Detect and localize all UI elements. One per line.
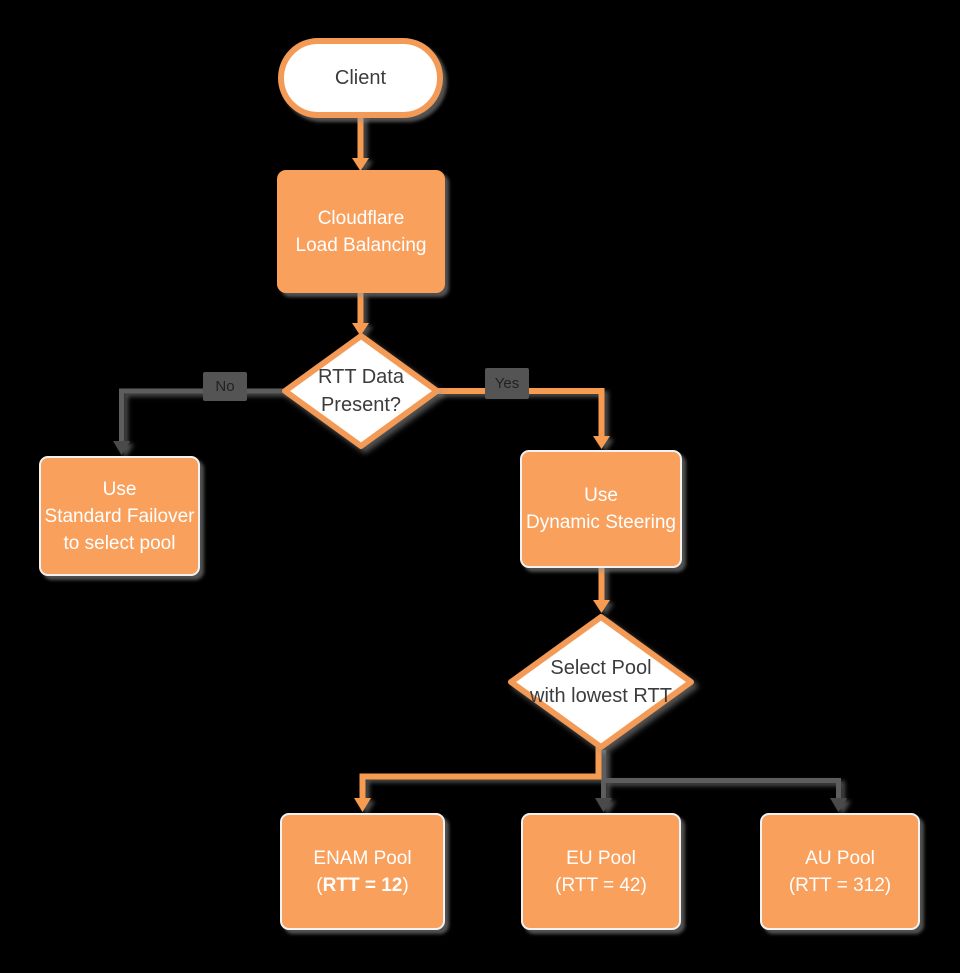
- node-rtt-decision-line2: Present?: [320, 394, 402, 416]
- edge-select-pool-to-eu-pool: [595, 778, 612, 812]
- node-enam-pool-line1: ENAM Pool: [313, 847, 412, 869]
- select-pool-diamond-shape: [508, 614, 694, 750]
- node-eu-pool-line2: (RTT = 42): [555, 874, 647, 896]
- node-standard-failover-line1: Use: [102, 478, 137, 500]
- node-enam-pool: ENAM Pool (RTT = 12): [280, 813, 445, 930]
- enam-paren-close: ): [402, 874, 409, 896]
- edge-client-to-load-balancing: [352, 116, 369, 171]
- node-au-pool-line1: AU Pool: [805, 847, 875, 869]
- edge-label-yes: Yes: [485, 368, 529, 399]
- edge-load-balancing-to-rtt-decision: [352, 293, 369, 336]
- node-select-pool-label: Select Pool with lowest RTT: [506, 612, 696, 752]
- node-eu-pool-line1: EU Pool: [566, 847, 636, 869]
- node-client: Client: [278, 38, 443, 118]
- node-rtt-decision: RTT Data Present?: [279, 331, 443, 451]
- edge-select-pool-to-au-pool: [601, 750, 847, 812]
- node-select-pool-line2: with lowest RTT: [530, 685, 672, 707]
- edge-select-pool-to-enam-pool: [354, 747, 602, 812]
- node-au-pool: AU Pool (RTT = 312): [760, 813, 920, 930]
- node-select-pool-line1: Select Pool: [550, 657, 652, 679]
- node-rtt-decision-label: RTT Data Present?: [279, 331, 443, 451]
- node-dynamic-steering-line2: Dynamic Steering: [526, 512, 676, 533]
- node-standard-failover-line2: Standard Failover: [44, 505, 195, 527]
- edge-no-to-standard-failover: [113, 388, 286, 455]
- node-dynamic-steering-line1: Use: [584, 485, 618, 506]
- edge-dynamic-steering-to-select-pool: [593, 567, 610, 613]
- node-enam-pool-line2: (RTT = 12): [316, 872, 408, 899]
- node-au-pool-line2: (RTT = 312): [788, 874, 892, 896]
- edge-label-no: No: [203, 372, 247, 401]
- node-client-label: Client: [334, 66, 387, 89]
- node-load-balancing: Cloudflare Load Balancing: [277, 170, 445, 293]
- enam-paren-open: (: [316, 874, 323, 896]
- enam-rtt-value: RTT = 12: [322, 874, 403, 896]
- edge-yes-to-dynamic-steering: [434, 388, 610, 449]
- node-standard-failover-line3: to select pool: [63, 532, 176, 554]
- node-rtt-decision-line1: RTT Data: [318, 366, 404, 388]
- node-standard-failover: Use Standard Failover to select pool: [39, 456, 200, 576]
- node-dynamic-steering: Use Dynamic Steering: [520, 450, 682, 568]
- node-select-pool: Select Pool with lowest RTT: [506, 612, 696, 752]
- node-load-balancing-line2: Load Balancing: [295, 234, 427, 256]
- node-load-balancing-line1: Cloudflare: [317, 207, 405, 229]
- rtt-decision-diamond-shape: [282, 333, 440, 449]
- node-eu-pool: EU Pool (RTT = 42): [521, 813, 681, 930]
